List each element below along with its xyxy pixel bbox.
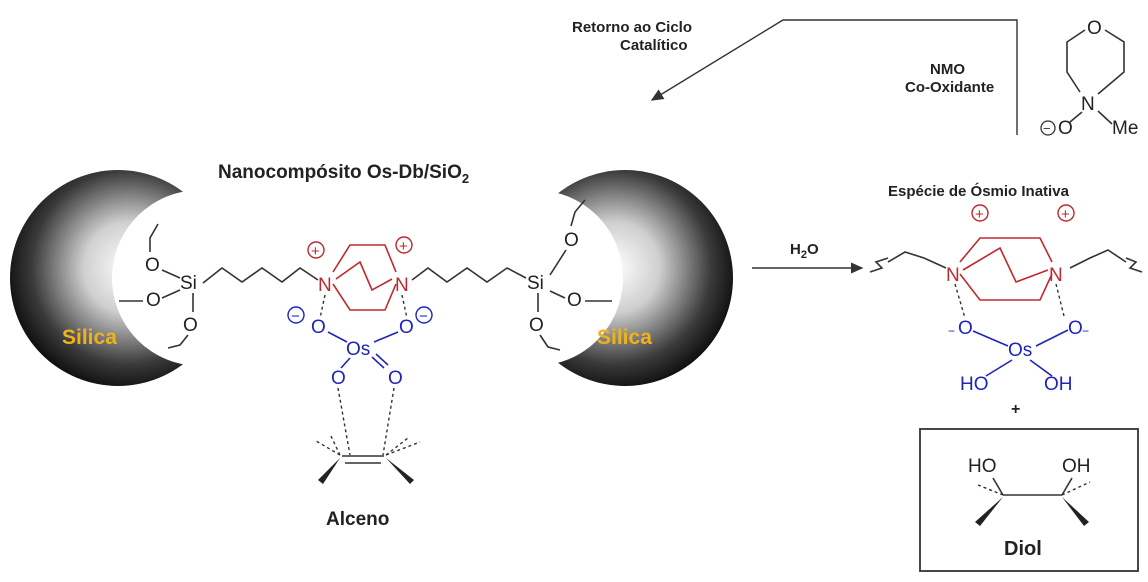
- hydroxyl-label: OH: [1062, 456, 1091, 477]
- inactive-osmium-species: Espécie de Ósmio Inativa N N + + O O − −…: [869, 182, 1143, 418]
- positive-charge: +: [1061, 206, 1070, 223]
- o-atom: O: [958, 318, 973, 339]
- o-atom: O: [183, 315, 198, 336]
- os-atom: Os: [346, 339, 370, 360]
- n-atom: N: [1049, 265, 1063, 286]
- o-atom: O: [567, 290, 582, 311]
- composite-title: Nanocompósito Os-Db/SiO2: [218, 162, 469, 186]
- hydroxyl-label: HO: [960, 374, 989, 395]
- o-atom: O: [1068, 318, 1083, 339]
- dabco-cation-left: N N + +: [307, 236, 413, 311]
- silica-label-right: Silica: [597, 326, 652, 349]
- negative-charge: −: [1082, 324, 1089, 338]
- o-atom: O: [331, 368, 346, 389]
- inactive-label: Espécie de Ósmio Inativa: [888, 182, 1070, 200]
- o-atom: O: [399, 317, 414, 338]
- negative-charge: −: [419, 308, 428, 325]
- hydroxyl-label: HO: [968, 456, 997, 477]
- o-atom: O: [1058, 118, 1073, 139]
- positive-charge: +: [975, 206, 984, 223]
- o-atom: O: [145, 255, 160, 276]
- return-label-line1: Retorno ao Ciclo: [572, 19, 692, 36]
- osmium-complex: − − O O Os O O: [287, 294, 433, 389]
- o-atom: O: [1087, 18, 1102, 39]
- silica-sphere-left: Silica: [10, 170, 226, 386]
- alkene: Alceno: [315, 387, 421, 530]
- plus-sign: +: [1011, 401, 1020, 418]
- o-atom: O: [311, 317, 326, 338]
- o-atom: O: [564, 230, 579, 251]
- n-atom: N: [318, 275, 332, 296]
- methyl-label: Me: [1112, 118, 1138, 139]
- negative-charge: −: [291, 308, 300, 325]
- silica-sphere-right: Silica: [517, 170, 733, 386]
- hydroxyl-label: OH: [1044, 374, 1073, 395]
- si-atom: Si: [180, 273, 197, 294]
- n-atom: N: [1081, 94, 1095, 115]
- negative-charge: −: [1043, 121, 1051, 136]
- hydrolysis-arrow: H2O: [752, 241, 864, 274]
- nmo-co-oxidant: NMO Co-Oxidante O N O Me −: [905, 18, 1138, 139]
- co-oxidant-label: Co-Oxidante: [905, 79, 994, 96]
- os-atom: Os: [1008, 340, 1032, 361]
- o-atom: O: [529, 315, 544, 336]
- water-label: H2O: [790, 241, 819, 261]
- return-cycle-arrow: Retorno ao Ciclo Catalítico: [572, 19, 1018, 135]
- n-atom: N: [946, 265, 960, 286]
- alkene-label: Alceno: [326, 509, 389, 530]
- silica-label-left: Silica: [62, 326, 117, 349]
- nmo-label: NMO: [930, 61, 965, 78]
- diol-label: Diol: [1004, 538, 1042, 560]
- diol-product-box: HO OH Diol: [919, 428, 1139, 572]
- return-label-line2: Catalítico: [620, 37, 688, 54]
- positive-charge: +: [399, 238, 408, 255]
- negative-charge: −: [948, 324, 955, 338]
- si-atom: Si: [527, 273, 544, 294]
- positive-charge: +: [311, 243, 320, 260]
- n-atom: N: [395, 275, 409, 296]
- o-atom: O: [146, 290, 161, 311]
- o-atom: O: [388, 368, 403, 389]
- left-silane-anchor: O Si O O: [119, 223, 319, 349]
- right-silane-anchor: O Si O O: [411, 199, 612, 351]
